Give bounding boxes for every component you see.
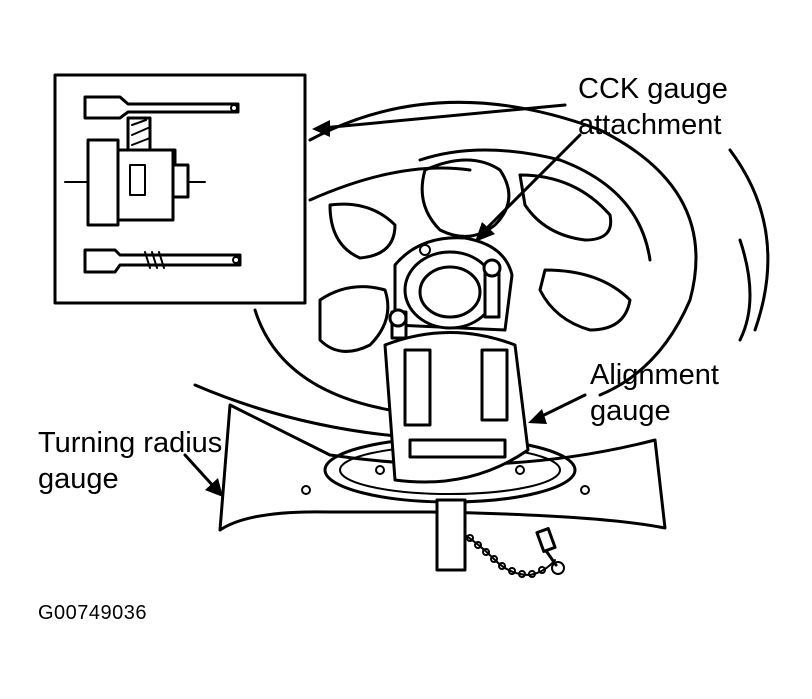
wheel (193, 100, 770, 440)
cck-gauge-attachment (388, 236, 514, 340)
cck-label-line1: CCK gauge (578, 73, 728, 105)
figure-code: G00749036 (38, 602, 148, 624)
arrowhead-attachment (475, 222, 495, 242)
alignment-label-line2: gauge (590, 395, 671, 427)
arrowhead-alignment (528, 409, 547, 424)
arrowhead-inset (312, 120, 330, 137)
turning-label-line2: gauge (38, 463, 119, 495)
alignment-gauge-body (383, 331, 530, 572)
lock-pin-chain (464, 527, 565, 578)
cck-label-line2: attachment (578, 109, 722, 141)
leader-lines (183, 103, 587, 497)
turning-label-line1: Turning radius (38, 427, 223, 459)
arrowhead-turning (205, 478, 223, 497)
alignment-label-line1: Alignment (590, 359, 719, 391)
inset-detail (53, 73, 307, 305)
